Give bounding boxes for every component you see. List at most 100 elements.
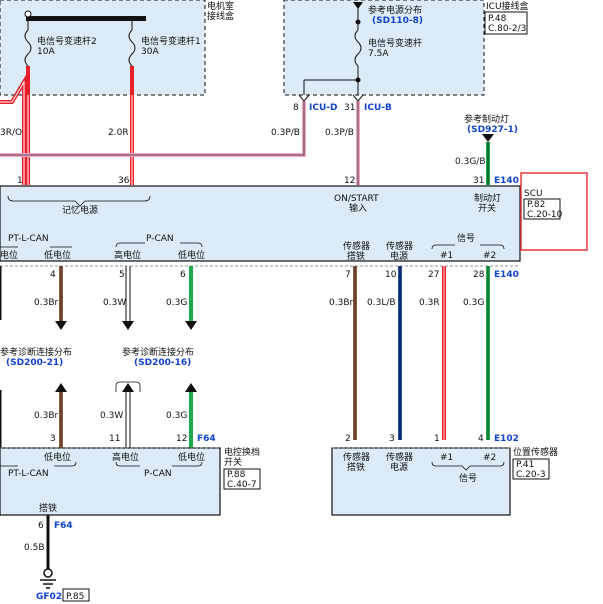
pos-sensor-gnd-1: 传感器 — [343, 451, 370, 463]
shifter-ground-page: P.85 — [66, 592, 84, 602]
mid-wire-w7: 0.3G — [463, 298, 484, 308]
diag-left-label: 参考诊断连接分布 — [0, 346, 72, 358]
icu-pin-b: 31 — [344, 103, 355, 113]
pos-sig2: #2 — [483, 453, 496, 463]
scu-label-on-start-2: 输入 — [349, 202, 367, 214]
shifter-group-pt-l-can: PT-L-CAN — [8, 469, 49, 479]
icu-pin-labels: 8 ICU-D 31 ICU-B — [293, 94, 392, 113]
shifter-ground-pin: 6 — [38, 521, 44, 531]
scu-pin-6: 6 — [180, 270, 186, 280]
icu-power-ref-code: (SD110-8) — [372, 16, 423, 26]
pos-sensor-gnd-2: 搭铁 — [347, 461, 365, 473]
shifter-high2: 高电位 — [112, 451, 139, 463]
brake-ref-label: 参考制动灯 — [464, 113, 509, 125]
fuse-30a: 电信号变速杆1 30A — [128, 18, 201, 95]
icu-junction-box: ICU接线盒 P.48 C.80-2/3 参考电源分布 (SD110-8) 电信… — [283, 0, 529, 96]
mid-wire-w1: 0.3Br — [34, 298, 58, 308]
fuse-10a: 电信号变速杆2 10A — [24, 10, 97, 95]
pos-sig1: #1 — [440, 453, 453, 463]
icu-ref-page: P.48 — [488, 14, 507, 24]
pos-sensor-pwr-1: 传感器 — [386, 451, 413, 463]
shifter-name-2: 开关 — [224, 456, 242, 468]
shifter-ground-point: GF02 — [36, 592, 62, 602]
icu-pin-b-conn: ICU-B — [364, 103, 392, 113]
wire-top-w5: 0.3G/B — [455, 157, 486, 167]
scu-name: SCU — [524, 189, 543, 199]
fuse-left-rating: 10A — [37, 47, 55, 57]
brake-ref-code: (SD927-1) — [467, 125, 518, 135]
pos-pin-4: 4 — [478, 434, 484, 444]
shifter-pin-11: 11 — [109, 434, 120, 444]
pos-conn: E102 — [494, 434, 519, 444]
lower-wires: 0.3Br 0.3W 0.3G — [0, 381, 197, 448]
scu-pin-31: 31 — [473, 176, 484, 186]
scu-group-p-can: P-CAN — [146, 234, 174, 244]
diagnostic-references: 参考诊断连接分布 (SD200-21) 参考诊断连接分布 (SD200-16) — [0, 346, 194, 368]
shifter-ground-label: 搭铁 — [39, 502, 57, 514]
lower-wire-w3: 0.3G — [166, 411, 187, 421]
scu-pin-36: 36 — [118, 176, 130, 186]
scu-sensor-pwr-2: 电源 — [390, 250, 408, 262]
icu-power-ref-label: 参考电源分布 — [368, 4, 422, 16]
scu-pin-27: 27 — [428, 270, 439, 280]
mid-wire-w5: 0.3L/B — [367, 298, 396, 308]
scu-sig2: #2 — [483, 251, 496, 261]
scu-pin-10: 10 — [385, 270, 397, 280]
icu-fuse-rating: 7.5A — [368, 49, 389, 59]
scu-pin-28: 28 — [473, 270, 485, 280]
wire-top-w2: 2.0R — [108, 128, 129, 138]
scu-pin-4: 4 — [50, 270, 56, 280]
scu-conn-top: E140 — [494, 176, 519, 186]
diag-right-label: 参考诊断连接分布 — [122, 346, 194, 358]
shifter-ref-page: P.88 — [227, 470, 246, 480]
shifter-conn: F64 — [197, 434, 216, 444]
icu-fuse-name: 电信号变速杆 — [368, 37, 422, 49]
wire-top-w1: 3R/O — [0, 128, 22, 138]
icu-box-title: ICU接线盒 — [486, 0, 529, 12]
shifter-pin-12: 12 — [176, 434, 187, 444]
shifter-name-1: 电控换档 — [224, 446, 260, 458]
pos-sensor-name: 位置传感器 — [513, 446, 558, 458]
scu-sig1: #1 — [440, 251, 453, 261]
diag-left-code: (SD200-21) — [6, 358, 63, 368]
scu-ref-coord: C.20-10 — [527, 210, 563, 220]
lower-wire-w1: 0.3Br — [34, 411, 58, 421]
scu-label-memory: 记忆电源 — [62, 204, 98, 216]
scu-label-brake-switch-1: 制动灯 — [474, 192, 501, 204]
diag-right-code: (SD200-16) — [134, 358, 191, 368]
scu-pin-12: 12 — [344, 176, 355, 186]
shifter-low1: 低电位 — [44, 451, 71, 463]
position-sensor: 2 3 1 4 E102 传感器 搭铁 传感器 电源 #1 #2 信号 位置传感… — [331, 434, 558, 516]
mid-wire-w2: 0.3W — [103, 298, 126, 308]
pos-pin-1: 1 — [434, 434, 440, 444]
scu-pin-1: 1 — [17, 176, 23, 186]
icu-pin-d-conn: ICU-D — [309, 103, 337, 113]
fuse-left-name: 电信号变速杆2 — [37, 35, 97, 47]
shifter-pin-3: 3 — [50, 434, 56, 444]
engine-box-title-2: 接线盒 — [207, 10, 234, 22]
fuse-right-name: 电信号变速杆1 — [141, 35, 201, 47]
scu-label-on-start-1: ON/START — [334, 194, 379, 204]
scu-high2: 高电位 — [114, 249, 141, 261]
pos-ref-page: P.41 — [516, 460, 534, 470]
shifter-ref-coord: C.40-7 — [227, 480, 257, 490]
shifter-ground-wire: 0.5B — [24, 543, 45, 553]
scu-pin-5: 5 — [119, 270, 125, 280]
scu-low-left: 电位 — [0, 249, 18, 261]
mid-wire-w6: 0.3R — [419, 298, 440, 308]
shifter-group-p-can: P-CAN — [144, 469, 172, 479]
pos-sensor-pwr-2: 电源 — [390, 461, 408, 473]
scu-sensor-pwr-1: 传感器 — [386, 240, 413, 252]
engine-box-title-1: 电机室 — [207, 0, 234, 12]
pos-pin-3: 3 — [389, 434, 395, 444]
wire-top-w4: 0.3P/B — [325, 128, 354, 138]
mid-wire-w3: 0.3G — [166, 298, 187, 308]
scu-pin-7: 7 — [345, 270, 351, 280]
lower-wire-w2: 0.3W — [100, 411, 123, 421]
shifter-low2: 低电位 — [178, 451, 205, 463]
scu-conn-bottom: E140 — [494, 270, 519, 280]
fuse-right-rating: 30A — [141, 47, 159, 57]
wire-top-w3: 0.3P/B — [271, 128, 300, 138]
scu-low1: 低电位 — [44, 249, 71, 261]
